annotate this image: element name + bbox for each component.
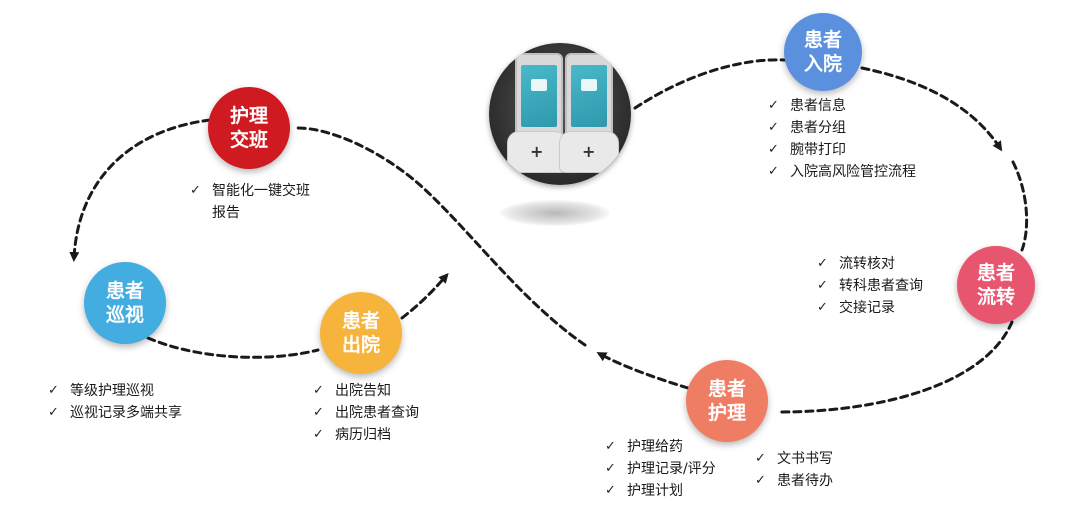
node-label-line2: 护理 xyxy=(707,402,746,424)
node-label-line1: 患者 xyxy=(105,280,144,302)
path-admission-to-right xyxy=(860,66,1003,152)
list-item-text: 文书书写 xyxy=(777,451,833,467)
node-patient-admission: 患者 入院 xyxy=(784,13,862,91)
care-feature-list-left: ✓ 护理给药 ✓ 护理记录/评分 ✓ 护理计划 xyxy=(605,436,716,502)
check-icon: ✓ xyxy=(755,451,766,466)
list-item-text: 流转核对 xyxy=(839,256,895,272)
discharge-feature-list: ✓ 出院告知 ✓ 出院患者查询 ✓ 病历归档 xyxy=(313,380,419,446)
node-patient-rounds: 患者 巡视 xyxy=(84,262,166,344)
transfer-feature-list: ✓ 流转核对 ✓ 转科患者查询 ✓ 交接记录 xyxy=(817,253,923,319)
list-item-text: 患者信息 xyxy=(790,98,846,114)
list-item-text: 转科患者查询 xyxy=(839,278,923,294)
check-icon: ✓ xyxy=(48,405,59,420)
list-item: ✓ 患者信息 xyxy=(768,95,916,117)
node-label-line1: 患者 xyxy=(707,378,746,400)
list-item-text: 出院告知 xyxy=(335,383,391,399)
list-item: ✓ 护理记录/评分 xyxy=(605,458,716,480)
check-icon: ✓ xyxy=(817,278,828,293)
list-item: ✓ 患者待办 xyxy=(755,470,833,492)
check-icon: ✓ xyxy=(190,183,201,198)
list-item-text: 患者分组 xyxy=(790,120,846,136)
care-feature-list-right: ✓ 文书书写 ✓ 患者待办 xyxy=(755,448,833,492)
check-icon: ✓ xyxy=(768,142,779,157)
node-patient-care: 患者 护理 xyxy=(686,360,768,442)
list-item-text: 智能化一键交班报告 xyxy=(212,183,310,221)
node-label-line2: 出院 xyxy=(341,334,380,356)
list-item-text: 交接记录 xyxy=(839,300,895,316)
list-item: ✓ 护理计划 xyxy=(605,480,716,502)
node-label-line2: 流转 xyxy=(976,286,1015,308)
node-nursing-handover: 护理 交班 xyxy=(208,87,290,169)
node-patient-discharge: 患者 出院 xyxy=(320,292,402,374)
list-item: ✓ 文书书写 xyxy=(755,448,833,470)
check-icon: ✓ xyxy=(313,427,324,442)
path-right-to-transfer xyxy=(1011,160,1029,252)
list-item: ✓ 转科患者查询 xyxy=(817,275,923,297)
path-discharge-to-arrow xyxy=(400,272,449,320)
list-item-text: 入院高风险管控流程 xyxy=(790,164,916,180)
list-item-text: 腕带打印 xyxy=(790,142,846,158)
check-icon: ✓ xyxy=(817,256,828,271)
check-icon: ✓ xyxy=(313,405,324,420)
check-icon: ✓ xyxy=(817,300,828,315)
admission-feature-list: ✓ 患者信息 ✓ 患者分组 ✓ 腕带打印 ✓ 入院高风险管控流程 xyxy=(768,95,916,183)
device-shadow xyxy=(500,200,610,226)
list-item: ✓ 患者分组 xyxy=(768,117,916,139)
check-icon: ✓ xyxy=(755,473,766,488)
list-item-text: 护理给药 xyxy=(627,439,683,455)
list-item-text: 巡视记录多端共享 xyxy=(70,405,182,421)
node-label-line1: 患者 xyxy=(976,262,1015,284)
node-patient-transfer: 患者 流转 xyxy=(957,246,1035,324)
node-label-line1: 患者 xyxy=(341,310,380,332)
path-care-to-arrow xyxy=(596,352,690,390)
node-label-line2: 巡视 xyxy=(105,304,144,326)
node-label-line2: 入院 xyxy=(803,53,842,75)
path-rounds-to-discharge xyxy=(146,336,320,359)
check-icon: ✓ xyxy=(313,383,324,398)
rounds-feature-list: ✓ 等级护理巡视 ✓ 巡视记录多端共享 xyxy=(48,380,182,424)
check-icon: ✓ xyxy=(768,98,779,113)
list-item-text: 护理计划 xyxy=(627,483,683,499)
path-transfer-to-care xyxy=(778,320,1014,414)
list-item-text: 出院患者查询 xyxy=(335,405,419,421)
node-label-line2: 交班 xyxy=(229,129,268,151)
list-item: ✓ 入院高风险管控流程 xyxy=(768,161,916,183)
list-item: ✓ 巡视记录多端共享 xyxy=(48,402,182,424)
device-cradle-left xyxy=(507,131,567,173)
list-item-text: 患者待办 xyxy=(777,473,833,489)
check-icon: ✓ xyxy=(768,164,779,179)
handheld-terminal-device-image xyxy=(489,43,631,185)
list-item-text: 护理记录/评分 xyxy=(627,461,716,477)
node-label-line1: 患者 xyxy=(803,29,842,51)
node-label-line1: 护理 xyxy=(229,105,268,127)
list-item: ✓ 腕带打印 xyxy=(768,139,916,161)
list-item: ✓ 等级护理巡视 xyxy=(48,380,182,402)
list-item: ✓ 护理给药 xyxy=(605,436,716,458)
list-item-text: 病历归档 xyxy=(335,427,391,443)
list-item: ✓ 智能化一键交班报告 xyxy=(190,180,314,224)
check-icon: ✓ xyxy=(768,120,779,135)
path-device-to-admission xyxy=(633,58,787,110)
list-item: ✓ 交接记录 xyxy=(817,297,923,319)
check-icon: ✓ xyxy=(605,439,616,454)
handover-feature-list: ✓ 智能化一键交班报告 xyxy=(190,180,314,224)
device-cradle-right xyxy=(559,131,619,173)
list-item: ✓ 出院患者查询 xyxy=(313,402,419,424)
path-figure-eight-crossing xyxy=(296,126,587,347)
list-item: ✓ 出院告知 xyxy=(313,380,419,402)
check-icon: ✓ xyxy=(48,383,59,398)
list-item: ✓ 病历归档 xyxy=(313,424,419,446)
list-item-text: 等级护理巡视 xyxy=(70,383,154,399)
check-icon: ✓ xyxy=(605,461,616,476)
path-handover-to-rounds xyxy=(69,118,212,262)
check-icon: ✓ xyxy=(605,483,616,498)
list-item: ✓ 流转核对 xyxy=(817,253,923,275)
